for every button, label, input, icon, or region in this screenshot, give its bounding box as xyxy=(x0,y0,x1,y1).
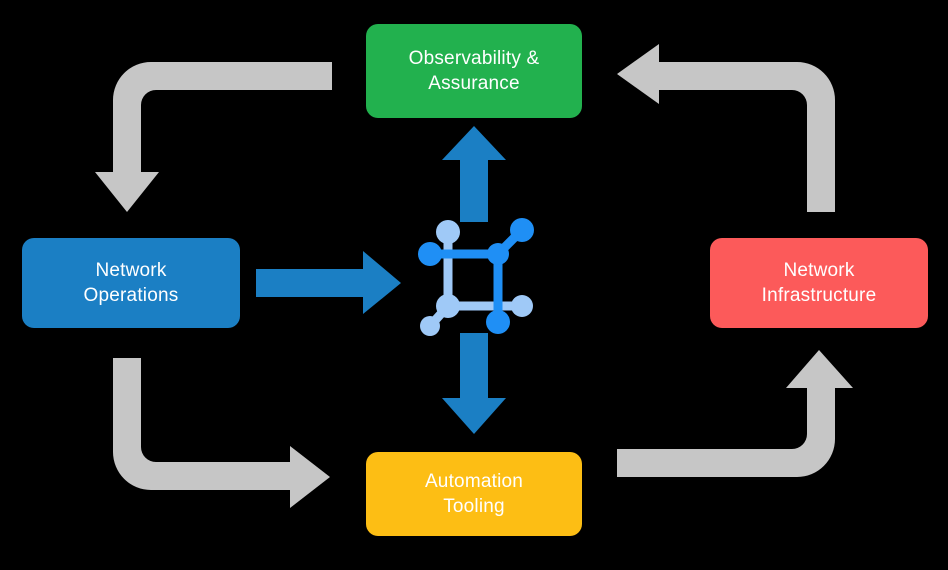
arrow-center-to-automation xyxy=(442,333,506,434)
box-network-infrastructure[interactable]: Network Infrastructure xyxy=(710,238,928,328)
arrow-automation-to-infrastructure xyxy=(617,350,853,477)
box-network-operations[interactable]: Network Operations xyxy=(22,238,240,328)
arrow-observability-to-operations xyxy=(95,62,332,212)
arrow-operations-to-automation xyxy=(113,358,330,508)
arrow-operations-to-center xyxy=(256,251,401,314)
arrow-infrastructure-to-observability xyxy=(617,44,835,212)
network-topology-icon xyxy=(418,218,534,336)
box-observability-assurance[interactable]: Observability & Assurance xyxy=(366,24,582,118)
arrow-center-to-observability xyxy=(442,126,506,222)
box-automation-tooling[interactable]: Automation Tooling xyxy=(366,452,582,536)
